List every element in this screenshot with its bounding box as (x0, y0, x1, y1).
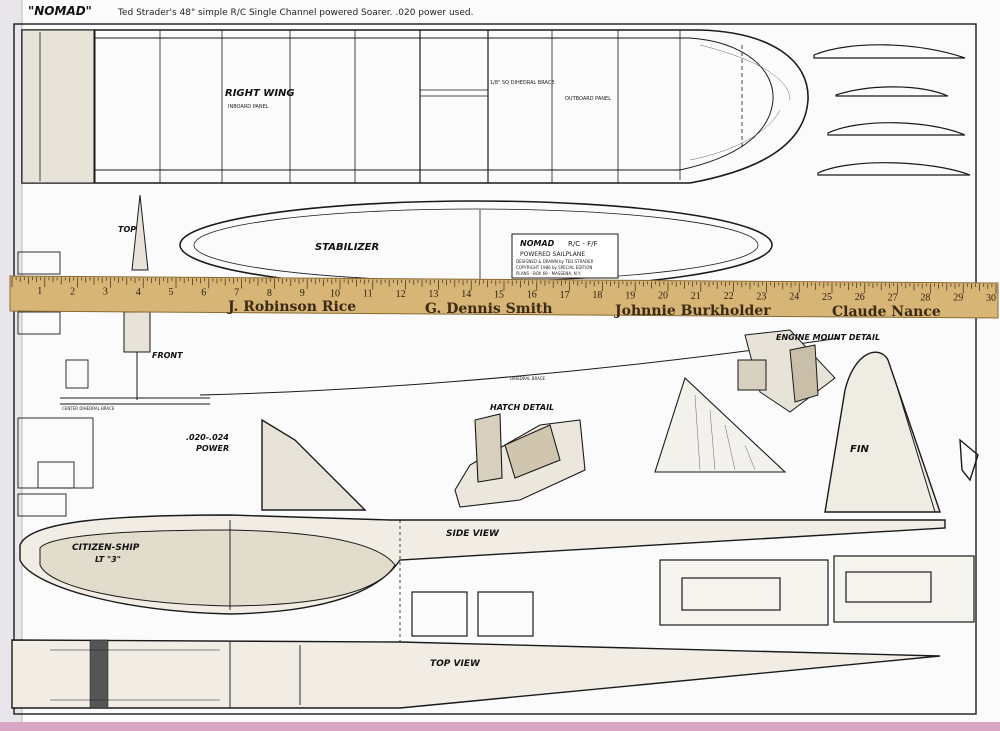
ruler-number: 23 (756, 291, 766, 302)
title-block-line4: PLANS - BOX 69 - MASSENA, N.Y. (516, 271, 581, 276)
ruler-number: 26 (855, 292, 865, 303)
title-block-line2: DESIGNED & DRAWN by TED STRADER (516, 259, 594, 264)
ruler-number: 25 (822, 292, 832, 303)
ruler-number: 10 (330, 288, 340, 299)
top-label: TOP (118, 225, 136, 234)
ruler-number: 30 (986, 293, 996, 304)
citizen-ship-label: CITIZEN-SHIP (72, 543, 140, 553)
engine-mount-label: ENGINE MOUNT DETAIL (776, 333, 880, 342)
wing-outboard-label: OUTBOARD PANEL (565, 96, 611, 102)
ruler-number: 17 (560, 290, 570, 301)
ruler-number: 29 (953, 293, 963, 304)
title-block: NOMAD R/C - F/F POWERED SAILPLANE DESIGN… (511, 233, 619, 279)
ruler-number: 2 (70, 286, 75, 297)
ruler-number: 16 (527, 290, 537, 301)
ruler-number: 24 (789, 292, 799, 303)
top-view-label: TOP VIEW (430, 659, 481, 669)
wing-drawing (21, 29, 809, 184)
engine-mount-detail (737, 329, 836, 413)
ruler-number: 19 (625, 290, 635, 301)
side-view-label: SIDE VIEW (446, 529, 500, 539)
small-details (17, 251, 94, 517)
hatch-detail (454, 413, 586, 508)
title-block-line3: COPYRIGHT 1986 by SPECIAL EDITION (516, 265, 592, 270)
ruler-number: 21 (691, 291, 701, 302)
ruler-number: 3 (103, 287, 108, 298)
ruler-number: 8 (267, 288, 272, 299)
plan-border (13, 23, 977, 715)
ruler-name-4: Claude Nance (832, 304, 941, 320)
ruler-number: 14 (461, 289, 471, 300)
ruler-number: 6 (201, 287, 206, 298)
paper-edge (0, 0, 22, 731)
ruler-number: 12 (396, 289, 406, 300)
dihedral-brace-label: DIHEDRAL BRACE (510, 376, 546, 381)
plan-title: "NOMAD" (28, 4, 92, 18)
ruler-number: 11 (363, 289, 373, 300)
ruler-name-3: Johnnie Burkholder (613, 303, 771, 319)
fin-label: FIN (850, 444, 870, 455)
ruler-number: 1 (37, 286, 42, 297)
wing-label: RIGHT WING (225, 88, 295, 99)
dihedral-brace-line (199, 337, 841, 396)
power-label-2: POWER (196, 444, 229, 453)
dihedral-brace-note: 1/8" SQ DIHEDRAL BRACE (490, 80, 554, 86)
front-label: FRONT (152, 351, 183, 360)
top-view-fuselage (11, 639, 941, 709)
side-view-fuselage (19, 418, 946, 660)
title-block-line1: POWERED SAILPLANE (520, 251, 585, 258)
ruler-name-1: J. Robinson Rice (226, 299, 356, 315)
ruler-number: 7 (234, 288, 239, 299)
center-brace-note: CENTER DIHEDRAL BRACE (62, 406, 115, 411)
title-block-class: R/C - F/F (568, 240, 598, 248)
airfoil-sections (813, 44, 971, 176)
ruler-number: 9 (300, 288, 305, 299)
fin-drawing (824, 351, 979, 513)
tail-top-views (411, 555, 975, 637)
ruler-number: 27 (888, 292, 898, 303)
plan-subtitle: Ted Strader's 48" simple R/C Single Chan… (117, 8, 473, 18)
tail-details (654, 377, 787, 473)
lt-label: LT "3" (95, 555, 121, 564)
ruler-number: 5 (169, 287, 174, 298)
wing-inboard-label: INBOARD PANEL (228, 104, 269, 110)
ruler-number: 20 (658, 291, 668, 302)
ruler-number: 28 (920, 292, 930, 303)
ruler-number: 13 (428, 289, 438, 300)
ruler-name-2: G. Dennis Smith (425, 301, 553, 317)
stabilizer-label: STABILIZER (315, 242, 379, 253)
ruler-number: 22 (724, 291, 734, 302)
power-label-1: .020-.024 (186, 433, 229, 442)
ruler-number: 18 (592, 290, 602, 301)
title-block-name: NOMAD (520, 239, 555, 248)
fin-top-front-views (60, 194, 210, 405)
ruler-number: 15 (494, 289, 504, 300)
hatch-detail-label: HATCH DETAIL (490, 403, 554, 412)
ruler-number: 4 (136, 287, 141, 298)
